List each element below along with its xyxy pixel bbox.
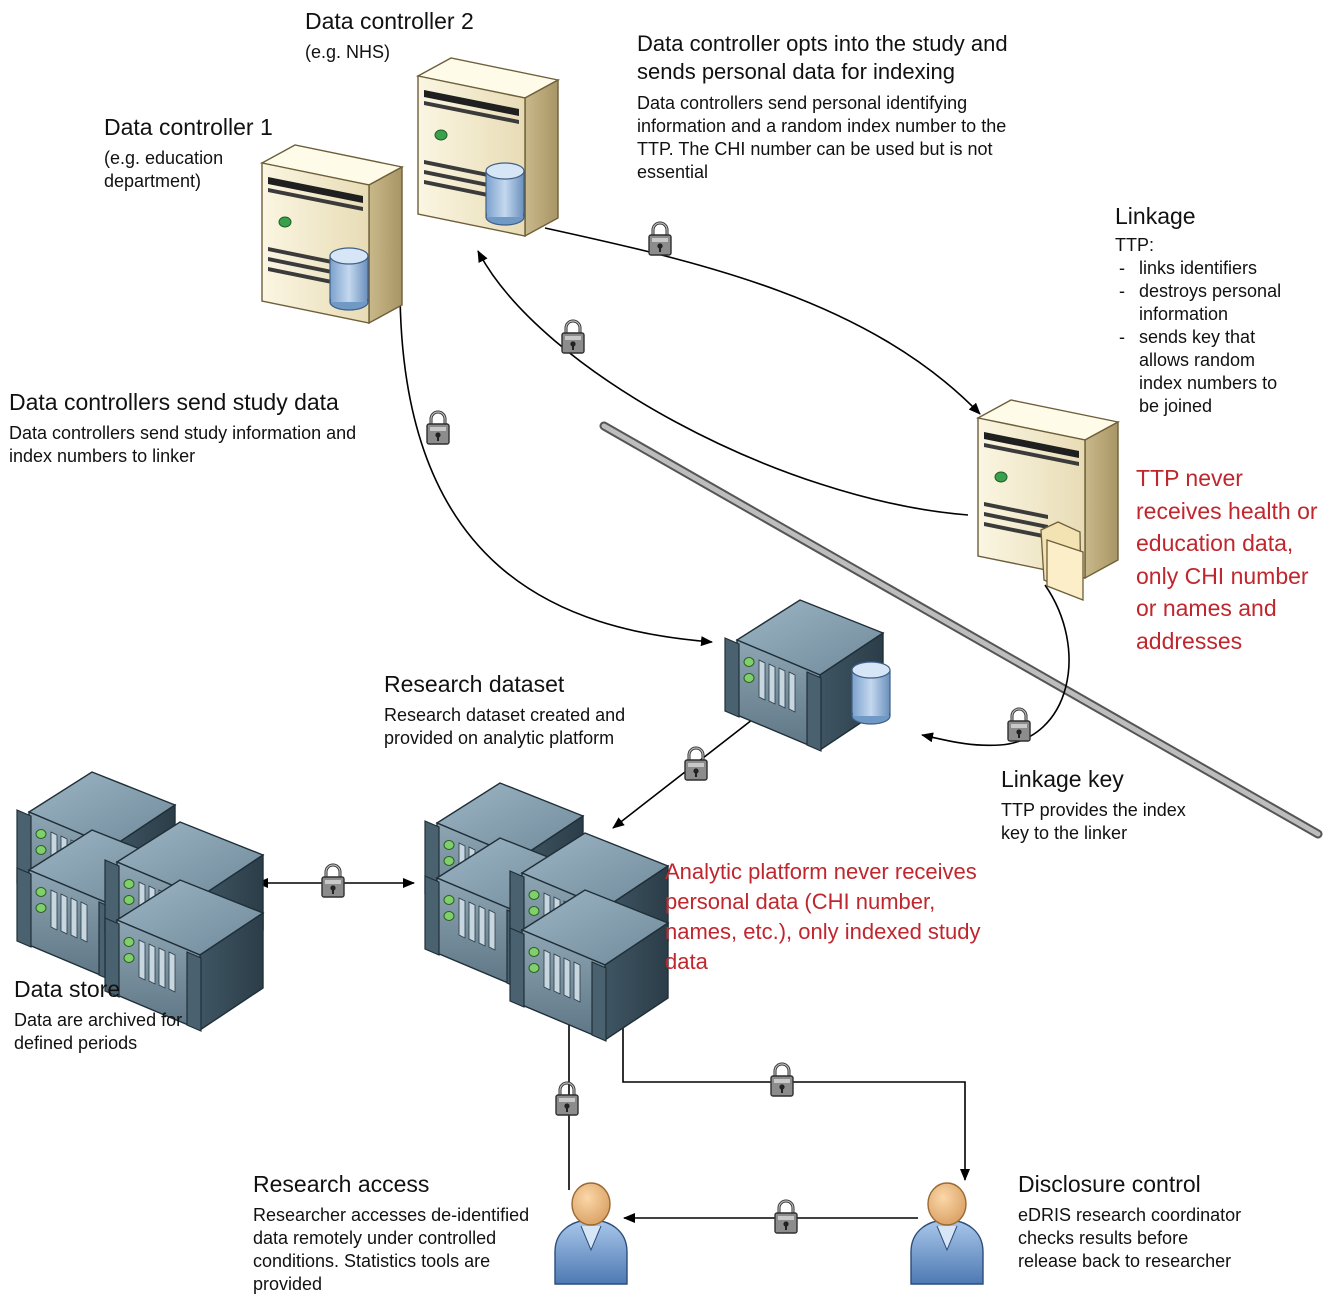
lock-icon [320,863,346,899]
linkage-key-label: Linkage key TTP provides the index key t… [1001,765,1241,845]
study-data-label: Data controllers send study data Data co… [9,388,409,468]
research-access-body: Researcher accesses de-identified data r… [253,1205,530,1294]
optin-label: Data controller opts into the study and … [637,30,1037,184]
optin-body: Data controllers send personal identifyi… [637,93,1007,182]
dc2-title: Data controller 2 [305,8,474,34]
linkage-key-title: Linkage key [1001,766,1124,792]
linkage-title: Linkage [1115,203,1196,229]
arrow-dc1-to-dataset [399,286,713,647]
lock-icon [425,410,451,446]
lock-icon [1006,707,1032,743]
data-store-label: Data store Data are archived for defined… [14,975,234,1055]
linkage-intro: TTP: [1115,235,1154,255]
research-dataset-body: Research dataset created and provided on… [384,705,626,748]
lock-icon [683,746,709,782]
data-store-title: Data store [14,976,121,1002]
linkage-key-body: TTP provides the index key to the linker [1001,800,1186,843]
lock-icon [554,1081,580,1117]
arrow-ttp-to-dc2 [477,250,969,516]
analytic-platform-note: Analytic platform never receives persona… [665,859,981,974]
ttp-note: TTP never receives health or education d… [1136,465,1318,654]
folder-icon [1040,521,1084,601]
research-access-label: Research access Researcher accesses de-i… [253,1170,543,1296]
coordinator-user-icon [910,1182,984,1285]
disclosure-control-label: Disclosure control eDRIS research coordi… [1018,1170,1278,1273]
research-access-title: Research access [253,1171,430,1197]
arrow-dc2-to-ttp [544,227,981,415]
separator-bar [599,421,1323,839]
dc1-title: Data controller 1 [104,114,273,140]
arrow-platform-to-disclosure [622,980,970,1181]
linkage-step: destroys personal information [1115,280,1320,326]
linkage-steps: links identifiers destroys personal info… [1115,257,1320,418]
lock-icon [769,1062,795,1098]
dc1-subtitle: (e.g. education department) [104,148,224,191]
disclosure-control-body: eDRIS research coordinator checks result… [1018,1205,1242,1271]
research-dataset-title: Research dataset [384,671,565,697]
linkage-step: links identifiers [1115,257,1320,280]
study-data-title: Data controllers send study data [9,389,339,415]
data-store-body: Data are archived for defined periods [14,1010,183,1053]
lock-icon [773,1199,799,1235]
linkage-label: Linkage TTP: links identifiers destroys … [1115,202,1325,418]
researcher-user-icon [554,1182,628,1285]
dc2-subtitle: (e.g. NHS) [305,42,391,62]
research-dataset-label: Research dataset Research dataset create… [384,670,704,750]
dc2-server-icon [417,57,559,237]
lock-icon [560,319,586,355]
study-data-body: Data controllers send study information … [9,423,357,466]
lock-icon [647,221,673,257]
disclosure-control-title: Disclosure control [1018,1171,1201,1197]
dc1-label: Data controller 1 (e.g. education depart… [104,113,309,193]
ttp-server-icon [977,399,1119,601]
optin-title: Data controller opts into the study and … [637,31,1008,84]
linkage-step: sends key that allows random index numbe… [1115,326,1299,418]
research-dataset-server-icon [724,599,891,752]
analytic-platform-server-icon [424,782,669,1042]
arrow-ttp-to-dataset [921,584,1070,747]
dc2-label: Data controller 2 (e.g. NHS) [305,7,545,64]
